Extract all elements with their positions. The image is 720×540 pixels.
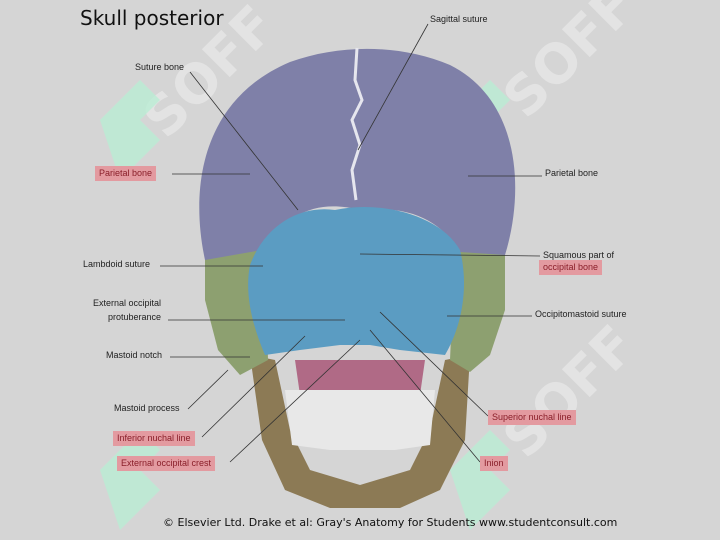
copyright-credit: © Elsevier Ltd. Drake et al: Gray's Anat… [163,516,618,529]
slide-title: Skull posterior [80,6,224,30]
label-occipitomastoid-suture: Occipitomastoid suture [535,309,627,319]
leader-lines [160,23,542,463]
label-sagittal-suture: Sagittal suture [430,14,488,24]
palate [295,360,425,395]
label-external-occipital-crest: External occipital crest [117,456,216,471]
mandible [250,355,470,508]
label-superior-nuchal-line: Superior nuchal line [488,410,576,425]
label-squamous-part: Squamous part of [543,250,615,260]
label-mastoid-notch: Mastoid notch [106,350,163,360]
occipital-bone [248,206,465,355]
label-parietal-bone-right: Parietal bone [545,168,599,178]
label-inferior-nuchal-line: Inferior nuchal line [113,431,195,446]
label-parietal-bone-left: Parietal bone [95,166,157,181]
label-mastoid-process: Mastoid process [114,403,180,413]
label-external-occipital: External occipital [93,298,162,308]
label-occipital-bone: occipital bone [539,260,603,275]
label-inion: Inion [480,456,508,471]
label-protuberance: protuberance [108,312,162,322]
label-lambdoid-suture: Lambdoid suture [83,259,151,269]
label-suture-bone: Suture bone [135,62,185,72]
sagittal-suture [350,47,364,201]
teeth [285,390,435,450]
